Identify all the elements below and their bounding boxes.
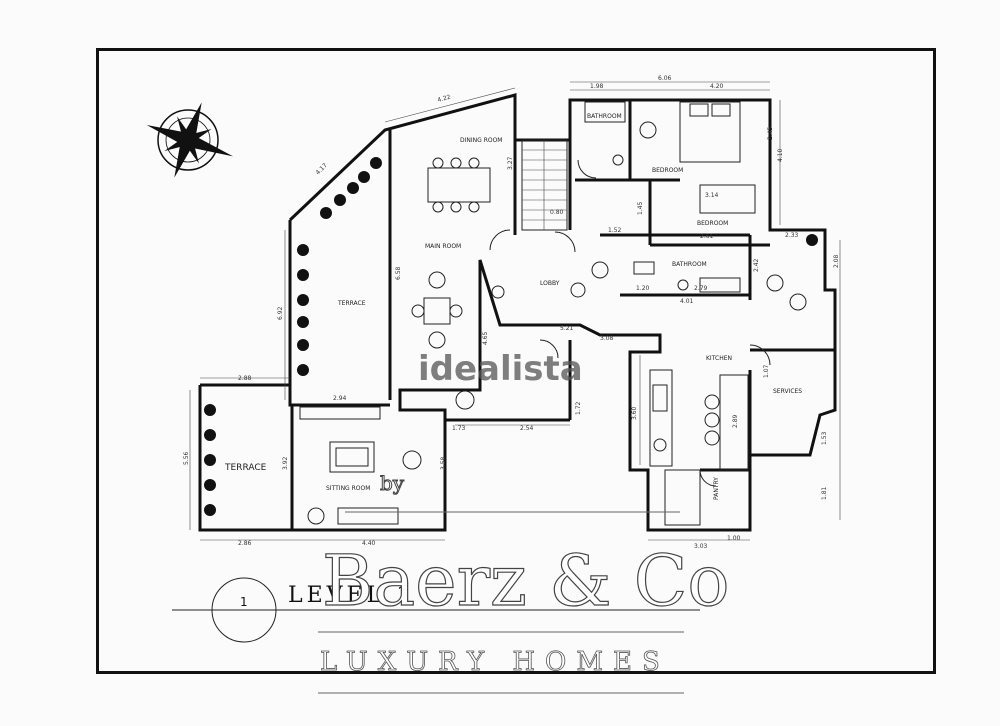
dim-label: 3.03	[694, 543, 708, 550]
label-bathroom-mid: BATHROOM	[672, 261, 707, 268]
dim-label: 3.92	[282, 456, 289, 470]
label-terrace-lower: TERRACE	[224, 463, 267, 473]
room-labels: DINING ROOM MAIN ROOM TERRACE TERRACE SI…	[224, 113, 802, 500]
dim-label: 2.54	[520, 425, 534, 432]
sitting-room-furniture	[299, 406, 422, 525]
bedroom-fixtures	[584, 101, 807, 311]
watermark-idealista: idealista	[418, 349, 583, 389]
brand-logo: Baerz & Co	[322, 540, 729, 622]
label-dining-room: DINING ROOM	[460, 137, 502, 144]
label-lobby: LOBBY	[540, 280, 560, 287]
dimension-labels: 4.22 4.17 6.06 1.98 4.20 3.27 0.80 6.58 …	[183, 75, 840, 550]
dim-label: 1.45	[637, 201, 644, 215]
dim-label: 6.06	[658, 75, 672, 82]
kitchen-fixtures	[649, 369, 749, 526]
compass-rose-icon	[146, 102, 234, 178]
dim-label: 3.14	[705, 192, 719, 199]
dim-label: 1.53	[821, 431, 828, 445]
dim-label: 1.20	[636, 285, 650, 292]
interior-walls	[292, 100, 835, 472]
main-room-furniture	[411, 271, 475, 410]
label-main-room: MAIN ROOM	[425, 243, 461, 250]
dim-label: 4.01	[680, 298, 694, 305]
brand-tagline: LUXURY HOMES	[320, 647, 670, 677]
dim-label: 5.56	[183, 451, 190, 465]
level-number: 1	[240, 595, 248, 609]
dim-label: 2.42	[753, 258, 760, 272]
label-services: SERVICES	[773, 388, 802, 395]
dim-label: 6.58	[395, 266, 402, 280]
level-title: LEVEL 1	[288, 583, 414, 608]
dim-label: 2.33	[785, 232, 799, 239]
dim-label: 0.80	[550, 209, 564, 216]
dim-label: 1.98	[590, 83, 604, 90]
dim-label: 4.17	[314, 162, 329, 177]
terrace-plants	[204, 157, 818, 516]
dim-label: 2.61	[700, 233, 714, 240]
staircase	[521, 139, 568, 231]
dim-label: 1.72	[575, 401, 582, 415]
dim-label: 4.65	[482, 331, 489, 345]
dimension-lines	[189, 81, 841, 541]
door-swings	[489, 159, 771, 487]
exterior-walls	[198, 93, 837, 532]
dim-label: 5.21	[560, 325, 574, 332]
dining-table	[427, 157, 491, 213]
dim-label: 4.20	[710, 83, 724, 90]
label-kitchen: KITCHEN	[706, 355, 732, 362]
dim-label: 4.22	[437, 94, 452, 104]
dim-label: 2.45	[767, 126, 774, 140]
dim-label: 6.92	[277, 306, 284, 320]
dim-label: 3.27	[507, 156, 514, 170]
dim-label: 1.00	[727, 535, 741, 542]
dim-label: 4.40	[362, 540, 376, 547]
dim-label: 1.52	[608, 227, 622, 234]
idealista-logo: idealista	[418, 349, 583, 389]
dim-label: 3.08	[600, 335, 614, 342]
dim-label: 4.10	[777, 148, 784, 162]
dim-label: 1.81	[821, 486, 828, 500]
dim-label: 3.60	[631, 406, 638, 420]
dim-label: 2.89	[732, 414, 739, 428]
dim-label: 2.94	[333, 395, 347, 402]
lobby-furniture	[491, 261, 609, 299]
dim-label: 1.73	[452, 425, 466, 432]
drawing-frame	[96, 48, 936, 674]
dim-label: 2.88	[238, 375, 252, 382]
label-bedroom-mid: BEDROOM	[697, 220, 728, 227]
brand-by: by	[380, 471, 405, 495]
label-bedroom-top: BEDROOM	[652, 167, 683, 174]
label-terrace-upper: TERRACE	[337, 300, 366, 307]
level-marker: 1 LEVEL 1	[172, 577, 700, 643]
dim-label: 3.58	[440, 456, 447, 470]
label-bathroom-top: BATHROOM	[587, 113, 622, 120]
dim-label: 2.86	[238, 540, 252, 547]
label-sitting-room: SITTING ROOM	[326, 485, 370, 492]
label-pantry: PANTRY	[713, 477, 720, 500]
dim-label: 2.79	[694, 285, 708, 292]
dim-label: 1.07	[763, 364, 770, 378]
dim-label: 2.08	[833, 254, 840, 268]
watermark-brand: by Baerz & Co LUXURY HOMES	[318, 471, 730, 694]
